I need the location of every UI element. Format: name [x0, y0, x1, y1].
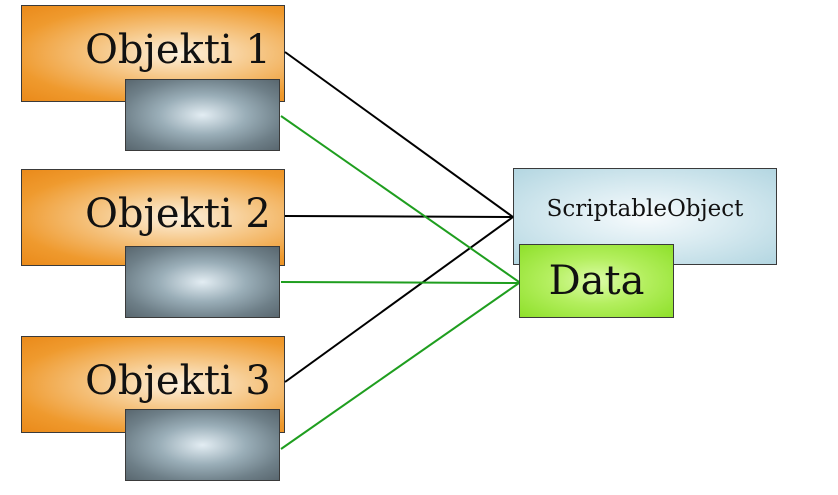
data-line-object-3 [280, 282, 520, 450]
object-3-data-block [125, 409, 280, 481]
data-line-object-1 [280, 115, 520, 283]
data-line-object-2 [280, 281, 520, 284]
data-box: Data [519, 244, 674, 318]
object-2-data-block [125, 246, 280, 318]
object-2-label: Objekti 2 [85, 190, 271, 237]
scriptable-object-label: ScriptableObject [546, 196, 744, 222]
object-3-label: Objekti 3 [85, 357, 271, 404]
reference-line-object-2 [284, 215, 514, 218]
object-1-label: Objekti 1 [85, 26, 271, 73]
object-1-data-block [125, 79, 280, 151]
reference-line-object-3 [284, 216, 514, 383]
reference-line-object-1 [284, 51, 514, 218]
data-label: Data [548, 258, 645, 304]
